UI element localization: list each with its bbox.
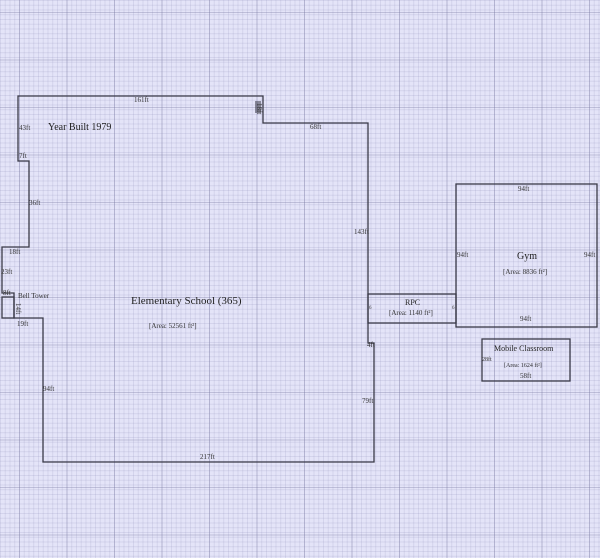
notch-marker — [255, 101, 261, 113]
dim-notch-vertical: 18ft — [255, 103, 263, 115]
gym-dim-top: 94ft — [518, 185, 530, 193]
rpc-dim-left: 6 — [369, 306, 372, 311]
dim-right-step: 4ft — [367, 341, 375, 349]
mobile-classroom-outline[interactable] — [481, 338, 571, 382]
main-building-area: [Area: 52561 ft²] — [149, 322, 197, 330]
bell-tower-outline[interactable] — [1, 296, 15, 319]
rpc-dim-right: 6 — [452, 306, 455, 311]
dim-left-step: 7ft — [19, 152, 27, 160]
gym-dim-left: 94ft — [457, 251, 469, 259]
dim-left-upper: 43ft — [19, 124, 31, 132]
year-built-label: Year Built 1979 — [48, 122, 112, 133]
dim-top-right: 68ft — [310, 123, 322, 131]
dim-left-mid: 36ft — [29, 199, 41, 207]
gym-dim-right: 94ft — [584, 251, 596, 259]
main-building-name: Elementary School (365) — [131, 295, 242, 307]
dim-left-step2: 18ft — [9, 248, 21, 256]
dim-right-upper: 143ft — [354, 228, 369, 236]
dim-bell-top: 8ft — [3, 289, 11, 297]
dim-left-lower: 23ft — [1, 268, 13, 276]
dim-bottom: 217ft — [200, 453, 215, 461]
bell-tower-label: Bell Tower — [18, 292, 50, 300]
dim-top: 161ft — [134, 96, 149, 104]
dim-left-bottom: 94ft — [43, 385, 55, 393]
dim-bell-side: 14ft — [14, 303, 22, 315]
mobile-dim-bottom: 58ft — [520, 372, 532, 380]
rpc-area: [Area: 1140 ft²] — [389, 309, 433, 317]
gym-name: Gym — [517, 251, 537, 262]
gym-dim-bottom: 94ft — [520, 315, 532, 323]
mobile-dim-left: 28ft — [482, 357, 492, 363]
rpc-name: RPC — [405, 298, 421, 307]
gym-outline[interactable] — [455, 183, 598, 328]
mobile-classroom-name: Mobile Classroom — [494, 344, 554, 353]
gym-area: [Area: 8836 ft²] — [503, 268, 548, 276]
mobile-classroom-area: [Area: 1624 ft²] — [504, 363, 542, 369]
dim-right-lower: 79ft — [362, 397, 374, 405]
main-building-outline[interactable] — [1, 95, 375, 463]
dim-left-step3: 19ft — [17, 320, 29, 328]
